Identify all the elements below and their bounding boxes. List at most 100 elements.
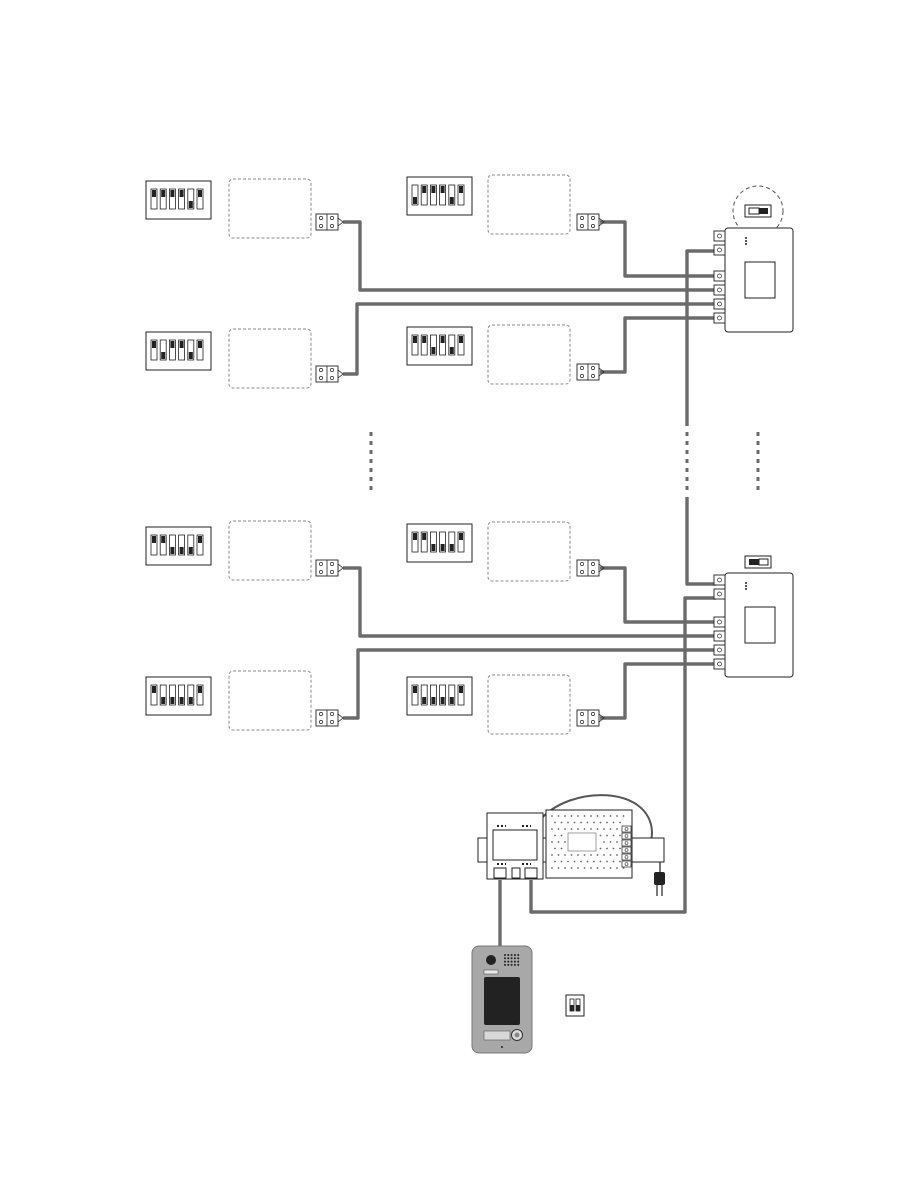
screw-icon xyxy=(591,366,594,369)
vent-hole xyxy=(574,861,576,863)
dip-switch-knob xyxy=(413,686,417,693)
dip-switch-knob xyxy=(576,1005,580,1011)
screw-icon xyxy=(718,648,722,652)
vent-hole xyxy=(584,854,586,856)
vent-hole xyxy=(616,854,618,856)
screw-icon xyxy=(625,842,628,845)
vent-hole xyxy=(577,828,579,830)
vent-hole xyxy=(606,822,608,824)
screw-icon xyxy=(718,274,722,278)
power-supply xyxy=(478,810,665,896)
screw-icon xyxy=(319,720,322,723)
dip-switch-knob xyxy=(180,697,184,704)
vent-hole xyxy=(590,867,592,869)
dip-switch-knob xyxy=(459,336,463,343)
led-dot xyxy=(745,240,747,242)
end-switch-fill xyxy=(759,208,768,214)
screw-icon xyxy=(591,720,594,723)
screw-icon xyxy=(319,570,322,573)
wire-monitor-4 xyxy=(600,318,716,372)
vent-hole xyxy=(590,854,592,856)
screw-icon xyxy=(625,828,628,831)
vent-hole xyxy=(571,815,573,817)
grille-hole xyxy=(517,957,519,959)
screw-icon xyxy=(591,216,594,219)
screw-icon xyxy=(591,562,594,565)
screw-icon xyxy=(330,562,333,565)
screw-icon xyxy=(591,374,594,377)
vent-hole xyxy=(613,848,615,850)
dip-switch-knob xyxy=(180,190,184,197)
screw-icon xyxy=(319,376,322,379)
grille-hole xyxy=(504,954,506,956)
dip-switch-knob xyxy=(441,544,445,551)
dip-switch-knob xyxy=(431,697,435,704)
vent-hole xyxy=(593,822,595,824)
vent-hole xyxy=(603,867,605,869)
monitor-outline xyxy=(229,671,311,730)
screw-icon xyxy=(580,374,583,377)
vent-hole xyxy=(577,815,579,817)
led-dot xyxy=(745,582,747,584)
dip-switch-knob xyxy=(152,341,156,348)
vent-hole xyxy=(551,815,553,817)
dip-switch-knob xyxy=(189,352,193,359)
dip-switch-knob xyxy=(450,347,454,354)
call-button-center xyxy=(515,1033,520,1038)
monitor-6 xyxy=(146,671,343,730)
dip-switch-knob xyxy=(180,547,184,554)
dip-switch-knob xyxy=(161,697,165,704)
dip-switch-knob xyxy=(413,336,417,343)
monitor-outline xyxy=(488,675,570,734)
monitor-outline xyxy=(229,521,311,580)
screw-icon xyxy=(319,368,322,371)
dip-switch-knob xyxy=(422,186,426,193)
dip-switch-knob xyxy=(189,697,193,704)
screw-icon xyxy=(580,224,583,227)
screw-icon xyxy=(591,224,594,227)
monitor-8 xyxy=(407,675,604,734)
vent-hole xyxy=(603,841,605,843)
vent-hole xyxy=(564,828,566,830)
dip-switch-knob xyxy=(198,341,202,348)
vent-hole xyxy=(616,828,618,830)
dip-switch-knob xyxy=(441,336,445,343)
name-tag xyxy=(484,1031,510,1040)
terminal-block xyxy=(577,364,604,380)
dip-switch-knob xyxy=(198,686,202,693)
screw-icon xyxy=(591,712,594,715)
screw-icon xyxy=(718,662,722,666)
screw-icon xyxy=(580,720,583,723)
vent-hole xyxy=(564,841,566,843)
dip-switch-knob xyxy=(431,544,435,551)
vent-hole xyxy=(584,828,586,830)
vent-hole xyxy=(600,848,602,850)
vent-hole xyxy=(619,861,621,863)
monitor-7 xyxy=(407,522,604,581)
dip-switch-knob xyxy=(431,186,435,193)
vent-hole xyxy=(577,867,579,869)
vent-hole xyxy=(558,815,560,817)
wire-monitor-8 xyxy=(600,664,716,718)
screw-icon xyxy=(330,376,333,379)
grille-hole xyxy=(507,961,509,963)
vent-hole xyxy=(587,822,589,824)
screw-icon xyxy=(625,849,628,852)
led-dot xyxy=(745,243,747,245)
screw-icon xyxy=(330,224,333,227)
monitor-outline xyxy=(488,175,570,234)
microphone-icon xyxy=(501,1046,503,1048)
grille-hole xyxy=(504,957,506,959)
screw-icon xyxy=(718,288,722,292)
dip-switch-knob xyxy=(422,533,426,540)
screw-icon xyxy=(625,856,628,859)
dip-switch-knob xyxy=(189,201,193,208)
screw-icon xyxy=(625,863,628,866)
vent-hole xyxy=(580,861,582,863)
vent-hole xyxy=(613,861,615,863)
vent-hole xyxy=(610,828,612,830)
dip-switch-knob xyxy=(441,186,445,193)
wire-monitor-7 xyxy=(600,568,716,622)
vent-hole xyxy=(580,822,582,824)
vent-hole xyxy=(590,815,592,817)
